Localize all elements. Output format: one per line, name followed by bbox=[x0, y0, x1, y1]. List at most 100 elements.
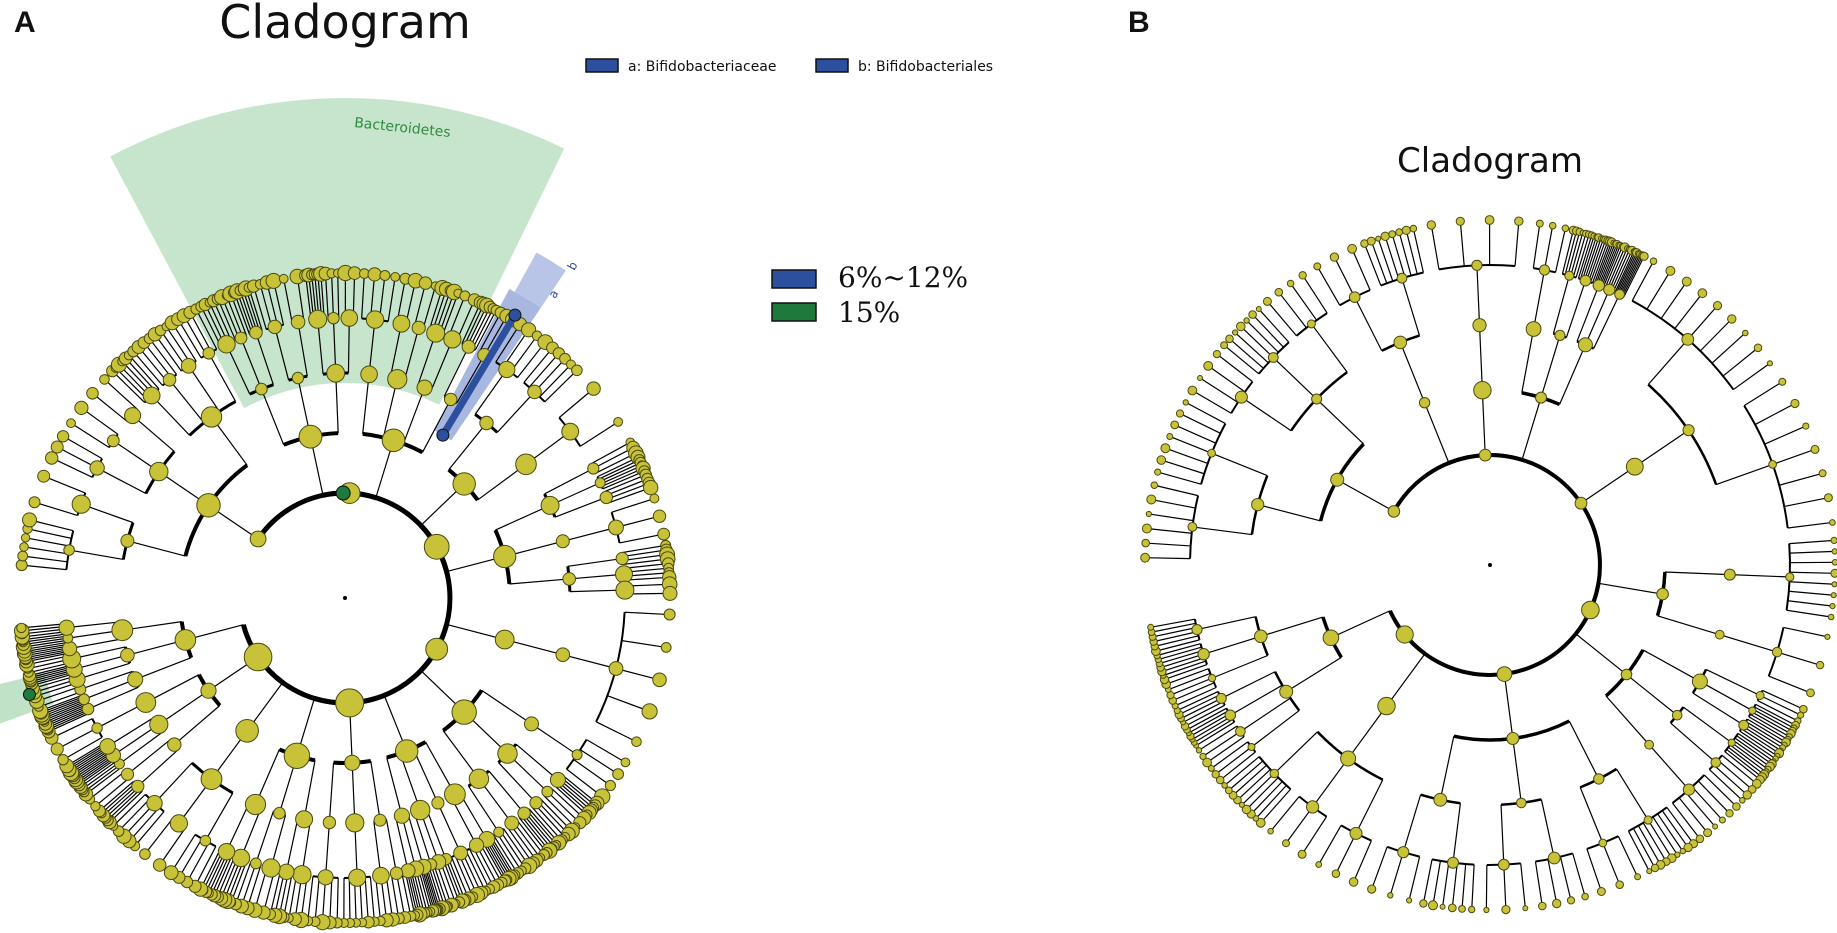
branch-line bbox=[1642, 649, 1701, 682]
tree-node bbox=[261, 858, 281, 878]
tree-node bbox=[1347, 243, 1357, 254]
tree-node bbox=[1267, 352, 1279, 363]
tree-node bbox=[1187, 385, 1198, 396]
tree-node bbox=[498, 360, 516, 379]
tree-node bbox=[608, 519, 624, 536]
branch-line bbox=[1647, 339, 1689, 385]
tree-node bbox=[1643, 815, 1653, 825]
branch-line bbox=[1165, 447, 1208, 464]
branch-line bbox=[1614, 251, 1635, 293]
branch-line bbox=[134, 811, 165, 847]
branch-line bbox=[479, 843, 503, 884]
branch-line bbox=[74, 752, 113, 779]
branch-line bbox=[1170, 677, 1213, 696]
branch-line bbox=[1752, 708, 1793, 732]
tree-node bbox=[1831, 581, 1837, 588]
tree-node bbox=[1401, 225, 1411, 235]
branch-line bbox=[255, 332, 274, 385]
tree-node bbox=[1330, 472, 1345, 487]
tree-node bbox=[244, 793, 267, 816]
branch-line bbox=[1240, 697, 1291, 732]
branch-line bbox=[595, 721, 637, 743]
tree-node bbox=[1207, 448, 1216, 458]
tree-node bbox=[1255, 306, 1262, 312]
branch-line bbox=[1211, 654, 1268, 679]
branch-line bbox=[1747, 718, 1787, 743]
tree-node bbox=[468, 768, 490, 789]
branch-line bbox=[1202, 730, 1241, 757]
branch-line bbox=[1622, 255, 1644, 297]
tree-node bbox=[1478, 448, 1492, 462]
branch-line bbox=[1717, 759, 1753, 790]
tree-node bbox=[1208, 674, 1217, 683]
branch-line bbox=[1158, 646, 1202, 661]
branch-line bbox=[1521, 397, 1542, 460]
branch-line bbox=[1316, 398, 1365, 445]
branch-line bbox=[1384, 236, 1400, 280]
branch-line bbox=[1154, 484, 1199, 497]
branch-line bbox=[1755, 703, 1796, 726]
tree-node bbox=[423, 533, 450, 560]
tree-node bbox=[1141, 538, 1150, 548]
tree-node bbox=[1468, 905, 1476, 914]
branch-line bbox=[1744, 723, 1783, 749]
branch-line bbox=[148, 338, 177, 375]
branch-line bbox=[283, 872, 293, 918]
tree-node bbox=[37, 469, 51, 483]
branch-line bbox=[1251, 710, 1300, 748]
tree-node bbox=[1439, 903, 1446, 910]
branch-line bbox=[1586, 848, 1602, 892]
tree-node bbox=[1331, 869, 1341, 879]
tree-node bbox=[1409, 224, 1418, 233]
tree-node bbox=[468, 837, 485, 853]
branch-line bbox=[430, 339, 453, 391]
clade-label-b: b bbox=[565, 259, 581, 273]
branch-line bbox=[1646, 270, 1671, 310]
branch-line bbox=[259, 284, 273, 328]
tree-node bbox=[1516, 797, 1527, 809]
branch-line bbox=[1786, 609, 1832, 618]
branch-line bbox=[1776, 651, 1821, 666]
tree-node bbox=[16, 622, 27, 634]
branch-line bbox=[524, 811, 555, 848]
branch-line bbox=[1370, 240, 1388, 284]
branch-line bbox=[1330, 610, 1391, 639]
tree-node bbox=[1554, 329, 1566, 341]
branch-line bbox=[1230, 684, 1283, 716]
tree-node bbox=[562, 572, 577, 586]
branch-line bbox=[1451, 863, 1458, 908]
branch-line bbox=[1399, 342, 1426, 403]
branch-line bbox=[1377, 238, 1394, 282]
branch-line bbox=[43, 702, 86, 721]
branch-line bbox=[1252, 314, 1285, 348]
tree-node bbox=[1739, 797, 1746, 804]
branch-line bbox=[421, 399, 452, 453]
branch-line bbox=[1174, 686, 1217, 707]
branch-line bbox=[1179, 412, 1221, 434]
tree-node bbox=[615, 580, 635, 600]
branch-line bbox=[1587, 238, 1604, 282]
tree-node bbox=[1315, 861, 1323, 868]
branch-line bbox=[493, 834, 519, 874]
tree-a bbox=[0, 97, 678, 931]
tree-node bbox=[1639, 251, 1649, 261]
tree-node bbox=[1349, 826, 1363, 840]
tree-node bbox=[217, 335, 236, 354]
branch-line bbox=[554, 496, 607, 518]
tree-node bbox=[308, 309, 328, 329]
branch-line bbox=[69, 549, 124, 561]
branch-line bbox=[83, 764, 121, 793]
branch-line bbox=[1721, 754, 1758, 785]
branch-line bbox=[1565, 280, 1587, 338]
branch-line bbox=[1554, 228, 1566, 273]
tree-node bbox=[451, 699, 477, 725]
tree-node bbox=[641, 703, 658, 720]
tree-node bbox=[298, 424, 323, 449]
tree-node bbox=[571, 749, 583, 761]
branch-line bbox=[154, 333, 182, 372]
tree-node bbox=[426, 323, 446, 343]
tree-node bbox=[1286, 279, 1295, 288]
tree-node bbox=[1236, 321, 1246, 332]
branch-line bbox=[1784, 497, 1829, 508]
tree-node bbox=[1547, 851, 1561, 865]
